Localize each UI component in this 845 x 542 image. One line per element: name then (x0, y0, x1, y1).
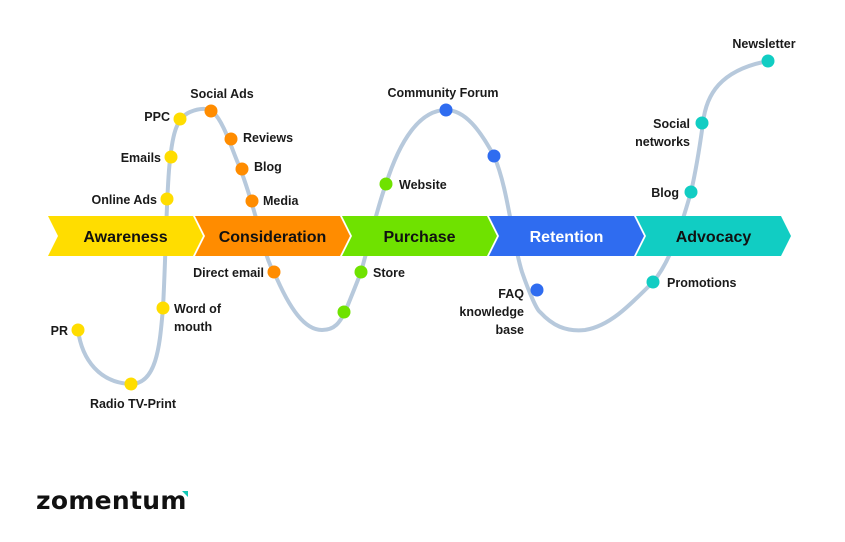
zomentum-logo: zomentum (36, 486, 188, 515)
touchpoint-dot (267, 265, 281, 279)
touchpoint-dot (684, 185, 698, 199)
touchpoint-dot (761, 54, 775, 68)
touchpoint-label: Social Ads (190, 87, 253, 101)
touchpoint-dot (337, 305, 351, 319)
touchpoint-dot (173, 112, 187, 126)
stage-label: Awareness (83, 229, 167, 246)
touchpoint-dot (235, 162, 249, 176)
touchpoint-label: Blog (651, 186, 679, 200)
touchpoint-dot (487, 149, 501, 163)
stage-advocacy (636, 216, 791, 256)
touchpoint-label: Website (399, 178, 447, 192)
touchpoint-dot (71, 323, 85, 337)
stage-label: Retention (530, 229, 604, 246)
touchpoint-label: Newsletter (732, 37, 795, 51)
touchpoint-dot (695, 116, 709, 130)
touchpoint-dot (204, 104, 218, 118)
touchpoint-dot (354, 265, 368, 279)
touchpoint-label: Blog (254, 160, 282, 174)
touchpoint-label: Direct email (193, 266, 264, 280)
touchpoint-dot (245, 194, 259, 208)
stage-label: Advocacy (676, 229, 752, 246)
touchpoint-dot (224, 132, 238, 146)
touchpoint-label: PPC (144, 110, 170, 124)
logo-accent-icon (182, 491, 188, 497)
touchpoint-label: Community Forum (387, 86, 498, 100)
stage-purchase (342, 216, 497, 256)
logo-text: zomentum (36, 486, 187, 515)
stage-label: Consideration (219, 229, 327, 246)
touchpoint-label: Media (263, 194, 299, 208)
touchpoint-label: Emails (121, 151, 161, 165)
touchpoint-label: PR (51, 324, 68, 338)
stage-label: Purchase (383, 229, 455, 246)
touchpoint-dot (439, 103, 453, 117)
touchpoint-dot (379, 177, 393, 191)
touchpoint-label: Promotions (667, 276, 736, 290)
stage-consideration (195, 216, 350, 256)
touchpoint-dot (124, 377, 138, 391)
stage-awareness (48, 216, 203, 256)
touchpoint-label: Online Ads (91, 193, 157, 207)
touchpoint-label: Store (373, 266, 405, 280)
touchpoint-label: Radio TV-Print (90, 397, 177, 411)
touchpoint-dot (530, 283, 544, 297)
touchpoint-dot (164, 150, 178, 164)
touchpoint-dot (156, 301, 170, 315)
stage-retention (489, 216, 644, 256)
touchpoint-label: Reviews (243, 131, 293, 145)
touchpoint-dot (160, 192, 174, 206)
touchpoint-dot (646, 275, 660, 289)
